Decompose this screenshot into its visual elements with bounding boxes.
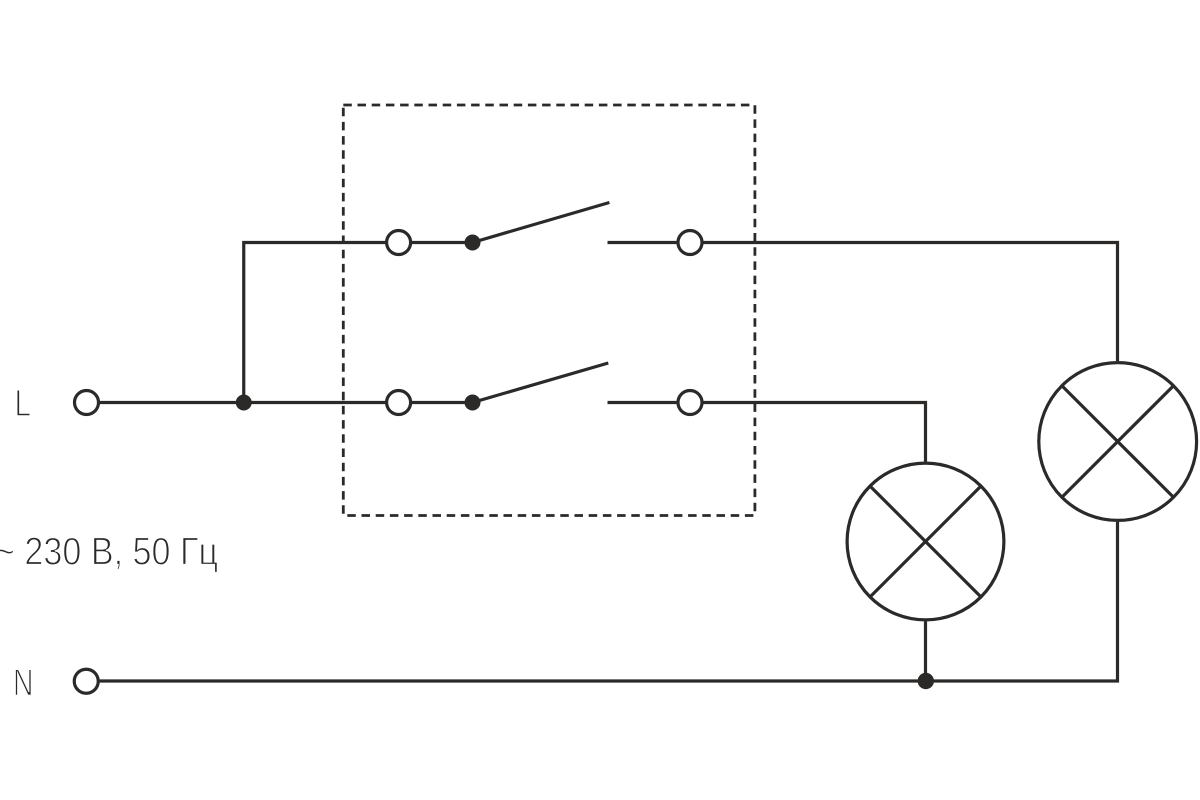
svg-text:N: N: [13, 663, 34, 705]
svg-text:~ 230 В, 50 Гц: ~ 230 В, 50 Гц: [0, 531, 218, 574]
svg-text:L: L: [15, 383, 32, 425]
